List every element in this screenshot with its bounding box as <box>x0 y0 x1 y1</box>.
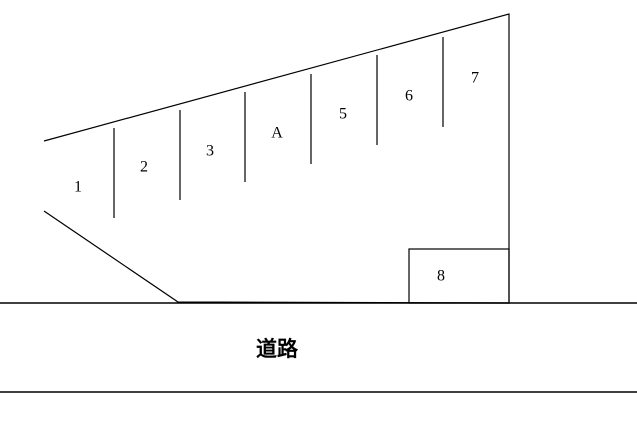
stall-label-7: 7 <box>471 70 479 87</box>
stall-dividers <box>113 37 444 218</box>
stall-label-3: 3 <box>206 143 214 160</box>
stall-label-2: 2 <box>140 159 148 176</box>
stall-label-8: 8 <box>437 268 445 285</box>
stall-label-1: 1 <box>74 179 82 196</box>
stall-8-box <box>408 248 510 304</box>
stall-label-A: A <box>271 125 283 142</box>
road-label: 道路 <box>256 337 299 361</box>
stall-label-5: 5 <box>339 106 347 123</box>
stall-label-6: 6 <box>405 88 413 105</box>
stall-labels: 1 2 3 A 5 6 7 <box>74 70 479 196</box>
